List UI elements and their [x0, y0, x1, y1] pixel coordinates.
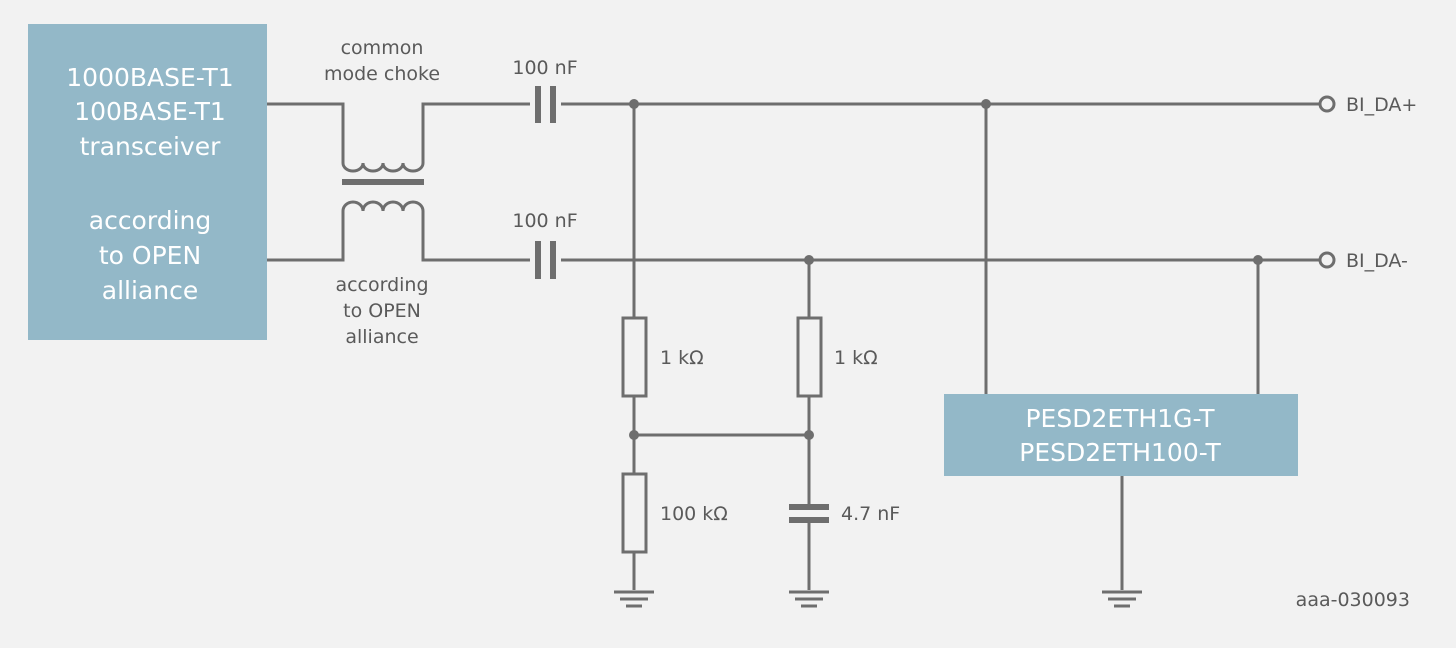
junction-dot — [629, 430, 639, 440]
transceiver-line-2: 100BASE-T1 — [74, 97, 226, 126]
choke-label-line-1: common — [341, 37, 424, 59]
choke-bottom-right-lead — [421, 211, 530, 262]
resistor-left-lower-value: 100 kΩ — [660, 503, 728, 525]
transceiver-line-6: alliance — [102, 276, 198, 305]
resistor-left-upper-value: 1 kΩ — [660, 347, 704, 369]
ground-left-icon — [614, 590, 654, 608]
resistor-right-upper — [796, 316, 823, 398]
esd-device-line-2: PESD2ETH100-T — [1019, 438, 1221, 467]
transceiver-line-3: transceiver — [80, 132, 222, 161]
terminal-minus-label: BI_DA- — [1346, 250, 1408, 272]
junction-dot — [629, 99, 639, 109]
resistor-left-lower — [621, 472, 648, 554]
capacitor-top-value: 100 nF — [512, 57, 577, 79]
ground-middle-icon — [789, 590, 829, 608]
transceiver-block — [28, 24, 267, 340]
transceiver-line-1: 1000BASE-T1 — [66, 63, 233, 92]
capacitor-filter — [789, 504, 829, 523]
terminal-plus-label: BI_DA+ — [1346, 94, 1417, 116]
choke-note-line-3: alliance — [345, 326, 418, 348]
choke-bottom-left-lead — [267, 211, 345, 262]
junction-dot — [804, 430, 814, 440]
choke-note-line-2: to OPEN — [343, 300, 421, 322]
terminal-minus — [1318, 251, 1336, 269]
transceiver-line-5: to OPEN — [99, 241, 201, 270]
choke-top-right-lead — [421, 102, 530, 163]
choke-top-winding — [341, 162, 425, 173]
choke-note-line-1: according — [335, 274, 428, 296]
capacitor-filter-value: 4.7 nF — [841, 503, 900, 525]
choke-label-line-2: mode choke — [324, 63, 440, 85]
resistor-right-upper-value: 1 kΩ — [834, 347, 878, 369]
resistor-left-upper — [621, 316, 648, 398]
capacitor-bottom — [535, 241, 556, 279]
junction-dot — [1253, 255, 1263, 265]
esd-device-line-1: PESD2ETH1G-T — [1025, 404, 1215, 433]
ground-right-icon — [1102, 590, 1142, 608]
capacitor-bottom-value: 100 nF — [512, 210, 577, 232]
common-mode-choke — [267, 102, 530, 262]
junction-dot — [804, 255, 814, 265]
choke-bottom-winding — [341, 200, 425, 212]
choke-top-left-lead — [267, 102, 345, 163]
terminal-plus — [1318, 95, 1336, 113]
esd-device-block — [944, 394, 1298, 476]
junction-dot — [981, 99, 991, 109]
transceiver-line-4: according — [89, 206, 211, 235]
figure-id: aaa-030093 — [1296, 589, 1410, 611]
capacitor-top — [535, 86, 556, 123]
